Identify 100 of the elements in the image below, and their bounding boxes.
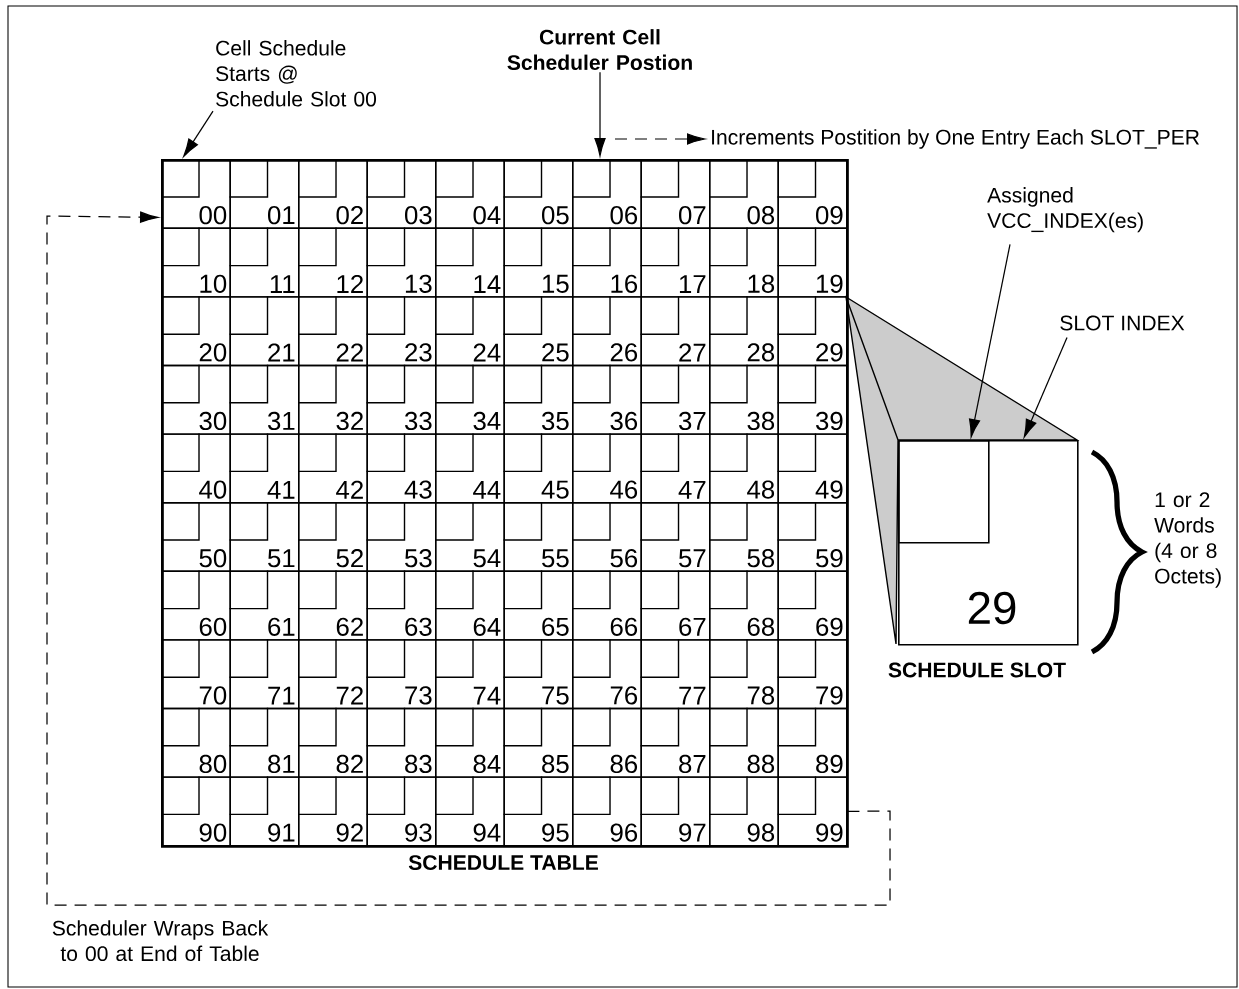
schedule-cell: 50 (160, 501, 231, 572)
schedule-cell: 30 (160, 364, 231, 435)
schedule-cell: 79 (776, 638, 848, 710)
schedule-cell: 84 (434, 707, 505, 778)
annotation-text: Current Cell Scheduler Postion (507, 29, 692, 71)
schedule-cell: 05 (502, 158, 574, 229)
schedule-cell: 72 (297, 638, 368, 710)
node-label: SCHEDULE TABLE (408, 855, 598, 871)
schedule-cell: 47 (639, 432, 711, 504)
schedule-cell: 42 (297, 432, 368, 504)
schedule-cell: 65 (502, 569, 574, 641)
schedule-cell: 99 (776, 775, 848, 847)
schedule-cell: 75 (502, 638, 574, 710)
schedule-cell: 38 (708, 364, 779, 435)
schedule-cell: 10 (160, 226, 231, 298)
annotation-text: Cell Schedule Starts @ Schedule Slot 00 (216, 40, 377, 107)
schedule-cell: 31 (228, 364, 300, 435)
schedule-cell: 90 (160, 775, 231, 847)
schedule-cell: 01 (228, 158, 300, 229)
arrow (183, 110, 214, 157)
schedule-cell: 03 (365, 158, 437, 229)
schedule-cell: 46 (571, 432, 642, 504)
schedule-cell: 51 (228, 501, 300, 572)
dashed-arrow (614, 133, 706, 145)
schedule-cell: 98 (708, 775, 779, 847)
schedule-cell: 26 (571, 295, 642, 367)
schedule-cell: 18 (708, 226, 779, 298)
schedule-cell: 17 (639, 226, 711, 298)
schedule-cell: 63 (365, 569, 437, 641)
schedule-cell: 66 (571, 569, 642, 641)
arrow (969, 243, 1011, 438)
schedule-cell: 43 (365, 432, 437, 504)
schedule-cell: 06 (571, 158, 642, 229)
schedule-cell: 19 (776, 226, 848, 298)
annotation-text: SLOT INDEX (1060, 315, 1185, 331)
index-field-box (898, 440, 990, 544)
schedule-cell: 89 (776, 707, 848, 778)
schedule-slot-box: 29 SCHEDULE SLOT (888, 440, 1079, 678)
schedule-cell: 78 (708, 638, 779, 710)
schedule-cell: 49 (776, 432, 848, 504)
schedule-cell: 13 (365, 226, 437, 298)
schedule-cell: 15 (502, 226, 574, 298)
schedule-cell: 20 (160, 295, 231, 367)
schedule-cell: 35 (502, 364, 574, 435)
schedule-cell: 25 (502, 295, 574, 367)
schedule-cell: 33 (365, 364, 437, 435)
dashed-arrow (46, 211, 891, 906)
schedule-cell: 53 (365, 501, 437, 572)
schedule-cell: 76 (571, 638, 642, 710)
schedule-cell: 96 (571, 775, 642, 847)
schedule-cell: 56 (571, 501, 642, 572)
schedule-cell: 39 (776, 364, 848, 435)
schedule-cell: 07 (639, 158, 711, 229)
schedule-cell: 32 (297, 364, 368, 435)
arrow (594, 71, 606, 157)
schedule-cell: 70 (160, 638, 231, 710)
node-label: SCHEDULE SLOT (888, 662, 1066, 678)
schedule-cell: 52 (297, 501, 368, 572)
schedule-cell: 16 (571, 226, 642, 298)
schedule-cell: 95 (502, 775, 574, 847)
schedule-cell: 00 (160, 158, 231, 229)
schedule-cell: 87 (639, 707, 711, 778)
schedule-cell: 83 (365, 707, 437, 778)
schedule-cell: 94 (434, 775, 505, 847)
schedule-cell: 57 (639, 501, 711, 572)
schedule-cell: 58 (708, 501, 779, 572)
schedule-cell: 67 (639, 569, 711, 641)
schedule-cell: 69 (776, 569, 848, 641)
annotation-text: 1 or 2 Words (4 or 8 Octets) (1154, 492, 1221, 588)
schedule-cell: 91 (228, 775, 300, 847)
schedule-cell: 61 (228, 569, 300, 641)
schedule-cell: 64 (434, 569, 505, 641)
schedule-cell: 97 (639, 775, 711, 847)
annotation-text: Assigned VCC_INDEX(es) (987, 187, 1143, 233)
schedule-cell: 28 (708, 295, 779, 367)
schedule-cell: 77 (639, 638, 711, 710)
schedule-cell: 37 (639, 364, 711, 435)
schedule-cell: 27 (639, 295, 711, 367)
schedule-cell: 93 (365, 775, 437, 847)
schedule-cell: 11 (228, 226, 300, 298)
schedule-cell: 24 (434, 295, 505, 367)
schedule-cell: 48 (708, 432, 779, 504)
schedule-cell: 41 (228, 432, 300, 504)
arrow (1023, 336, 1068, 438)
schedule-cell: 88 (708, 707, 779, 778)
schedule-cell: 29 (776, 295, 848, 367)
schedule-cell: 09 (776, 158, 848, 229)
schedule-cell: 82 (297, 707, 368, 778)
schedule-cell: 92 (297, 775, 368, 847)
schedule-cell: 71 (228, 638, 300, 710)
schedule-cell: 36 (571, 364, 642, 435)
schedule-cell: 44 (434, 432, 505, 504)
schedule-cell: 21 (228, 295, 300, 367)
schedule-cell: 23 (365, 295, 437, 367)
schedule-cell: 62 (297, 569, 368, 641)
schedule-cell: 04 (434, 158, 505, 229)
schedule-cell: 22 (297, 295, 368, 367)
schedule-cell: 34 (434, 364, 505, 435)
schedule-cell: 59 (776, 501, 848, 572)
schedule-cell: 80 (160, 707, 231, 778)
